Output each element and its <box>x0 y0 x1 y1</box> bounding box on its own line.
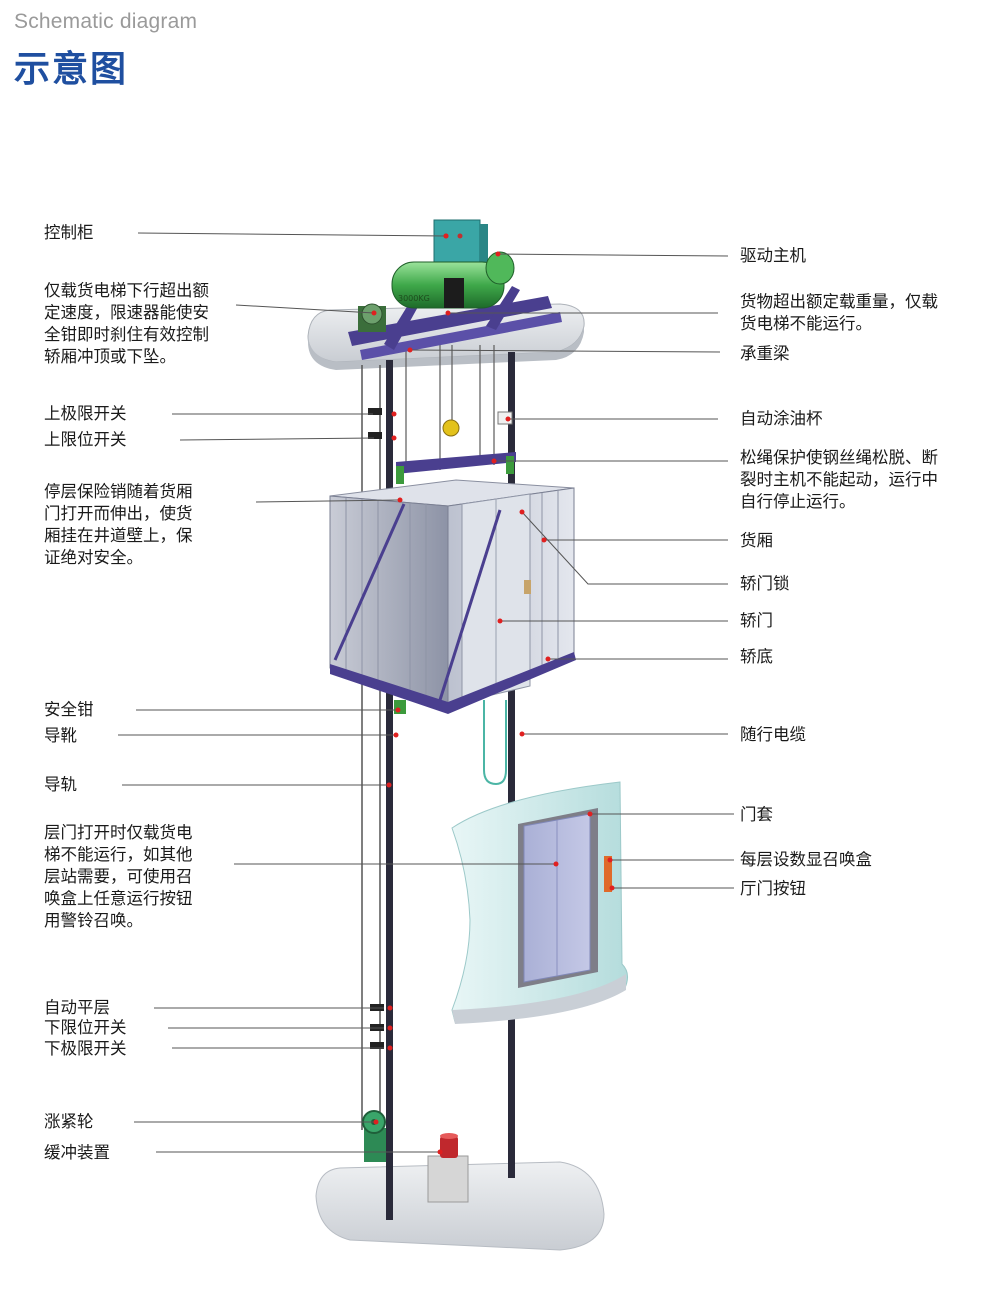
title-chinese: 示意图 <box>14 49 129 90</box>
label-bearing-beam: 承重梁 <box>740 344 790 363</box>
label-lower-final-limit: 下极限开关 <box>44 1039 127 1058</box>
label-auto-leveling: 自动平层 <box>44 998 110 1017</box>
label-tension-pulley: 涨紧轮 <box>44 1112 94 1131</box>
label-call-box: 每层设数显召唤盒 <box>740 850 872 869</box>
label-traction-machine: 驱动主机 <box>740 246 806 265</box>
label-lower-limit: 下限位开关 <box>44 1018 127 1037</box>
label-control-cabinet: 控制柜 <box>44 223 94 242</box>
label-upper-limit: 上限位开关 <box>44 430 127 449</box>
leader-lines <box>118 232 734 1153</box>
label-safety-gear: 安全钳 <box>44 700 94 719</box>
label-oil-cup: 自动涂油杯 <box>740 409 823 428</box>
label-guide-rail: 导轨 <box>44 775 77 794</box>
label-buffer: 缓冲装置 <box>44 1143 110 1162</box>
car-body <box>329 479 576 714</box>
traction-motor-device: 3000KG <box>391 251 515 309</box>
label-upper-final-limit: 上极限开关 <box>44 404 127 423</box>
label-car-door-lock: 轿门锁 <box>740 574 790 593</box>
sheave <box>442 419 460 437</box>
label-slack-rope: 松绳保护使钢丝绳松脱、断 裂时主机不能起动，运行中 自行停止运行。 <box>740 448 938 511</box>
buffer-device <box>427 1133 469 1203</box>
label-overspeed-governor: 仅载货电梯下行超出额 定速度，限速器能使安 全钳即时刹住有效控制 轿厢冲顶或下坠… <box>44 281 209 366</box>
label-hall-button: 厅门按钮 <box>740 879 806 898</box>
label-car: 货厢 <box>740 531 773 550</box>
label-traveling-cable: 随行电缆 <box>740 725 806 744</box>
tension-pulley-device <box>362 1110 386 1162</box>
traveling-cable-device <box>483 700 507 786</box>
label-landing-door-note: 层门打开时仅载货电 梯不能运行，如其他 层站需要，可使用召 唤盒上任意运行按钮 … <box>44 823 193 930</box>
label-guide-shoe: 导靴 <box>44 726 77 745</box>
label-parking-pin: 停层保险销随着货厢 门打开而伸出，使货 厢挂在井道壁上，保 证绝对安全。 <box>44 482 193 567</box>
label-car-floor: 轿底 <box>740 647 773 666</box>
landing-door-wall <box>451 781 628 1024</box>
callout-markers <box>371 233 615 1155</box>
hoist-ropes <box>405 345 495 470</box>
title-english: Schematic diagram <box>14 10 198 33</box>
label-door-frame: 门套 <box>740 805 773 824</box>
car-crosshead <box>396 452 516 484</box>
label-car-door: 轿门 <box>740 611 773 630</box>
motor-plate: 3000KG <box>398 294 430 303</box>
overspeed-governor-device <box>358 303 386 332</box>
label-overload: 货物超出额定载重量，仅载 货电梯不能运行。 <box>740 292 938 333</box>
